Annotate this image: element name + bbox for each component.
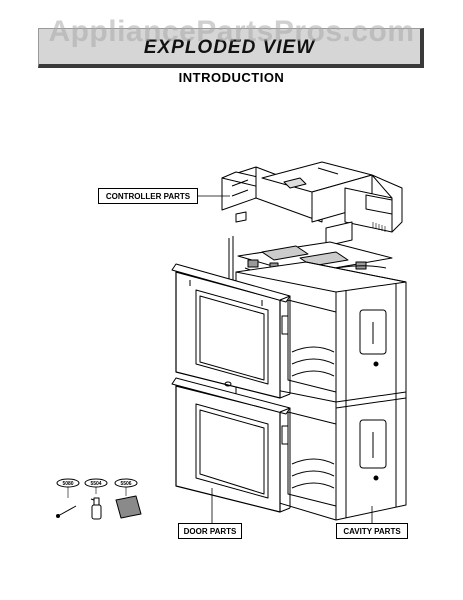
leader-lines [198,195,373,523]
callout-door-parts[interactable]: DOOR PARTS [178,523,242,539]
callout-controller-parts[interactable]: CONTROLLER PARTS [98,188,198,204]
accessories [56,478,142,520]
accessory-code-5506: 5506 [120,481,131,487]
section-title: INTRODUCTION [178,70,285,85]
banner-title: EXPLODED VIEW [143,37,316,58]
door-assembly [171,263,291,513]
callout-cavity-parts[interactable]: CAVITY PARTS [336,523,408,539]
header-banner: EXPLODED VIEW [38,28,424,68]
controller-assembly [221,161,403,282]
accessory-code-5504: 5504 [90,481,101,487]
accessory-code-5080: 5080 [62,481,73,487]
watermark: AppliancePartsPros.com [48,15,415,48]
